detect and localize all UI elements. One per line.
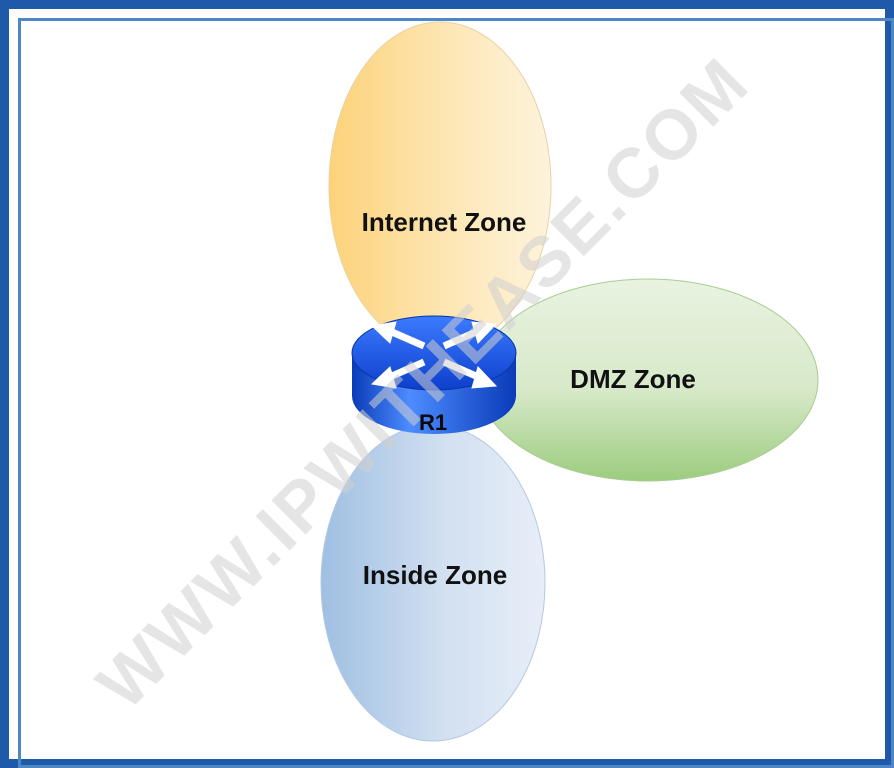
- router-arrows-icon: [370, 321, 498, 389]
- inside-zone-label: Inside Zone: [363, 560, 507, 590]
- router-icon: [351, 315, 517, 434]
- dmz-zone-label: DMZ Zone: [570, 364, 696, 394]
- router-label: R1: [419, 410, 447, 435]
- internet-zone-label: Internet Zone: [362, 207, 527, 237]
- diagram-frame-inner: [18, 18, 894, 768]
